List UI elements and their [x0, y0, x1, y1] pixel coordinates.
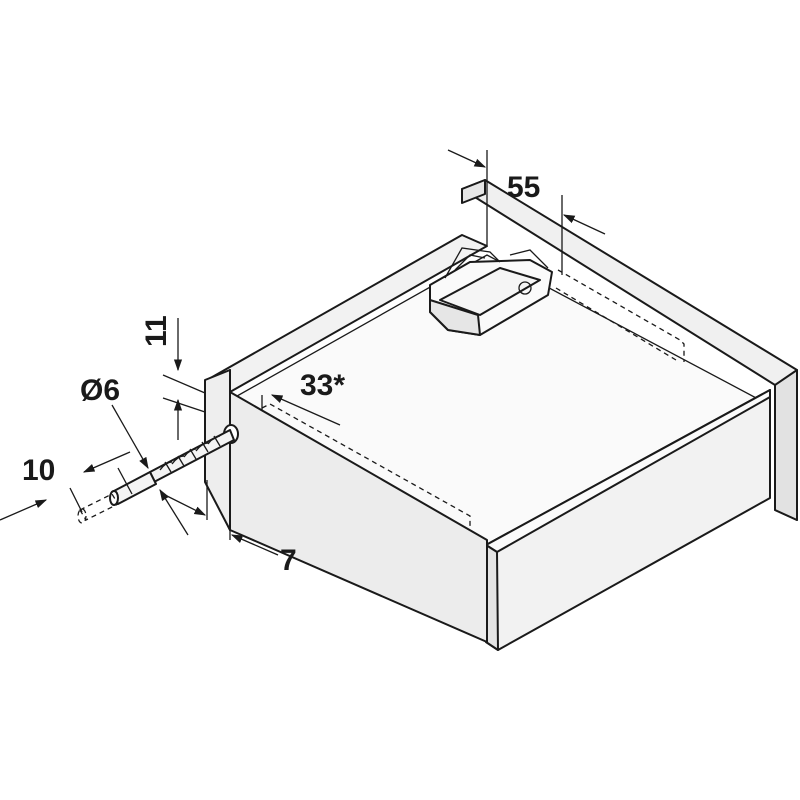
right-side-panel: [461, 179, 798, 521]
dowel-pin-icon: [77, 471, 157, 524]
push-latch-unit-icon: [429, 247, 553, 336]
dimension-55-label: 55: [507, 171, 540, 204]
dimension-dia6-label: Ø6: [80, 374, 120, 407]
dimension-11-label: 11: [140, 315, 173, 347]
drill-bit-icon: [149, 429, 235, 483]
dimension-7-label: 7: [280, 544, 297, 577]
front-panel: [485, 389, 771, 651]
dimension-33: 33*: [261, 369, 345, 426]
dimension-dia6: Ø6: [80, 374, 189, 536]
dimension-55: 55: [447, 149, 606, 275]
dimension-10: 10: [0, 451, 133, 521]
dimension-10-label: 10: [22, 454, 55, 487]
dimension-7: 7: [164, 480, 297, 577]
dimension-33-label: 33*: [300, 369, 345, 402]
dimension-11: 11: [140, 315, 206, 440]
right-runner-dashed: [555, 269, 685, 362]
near-side-face: [229, 391, 488, 643]
